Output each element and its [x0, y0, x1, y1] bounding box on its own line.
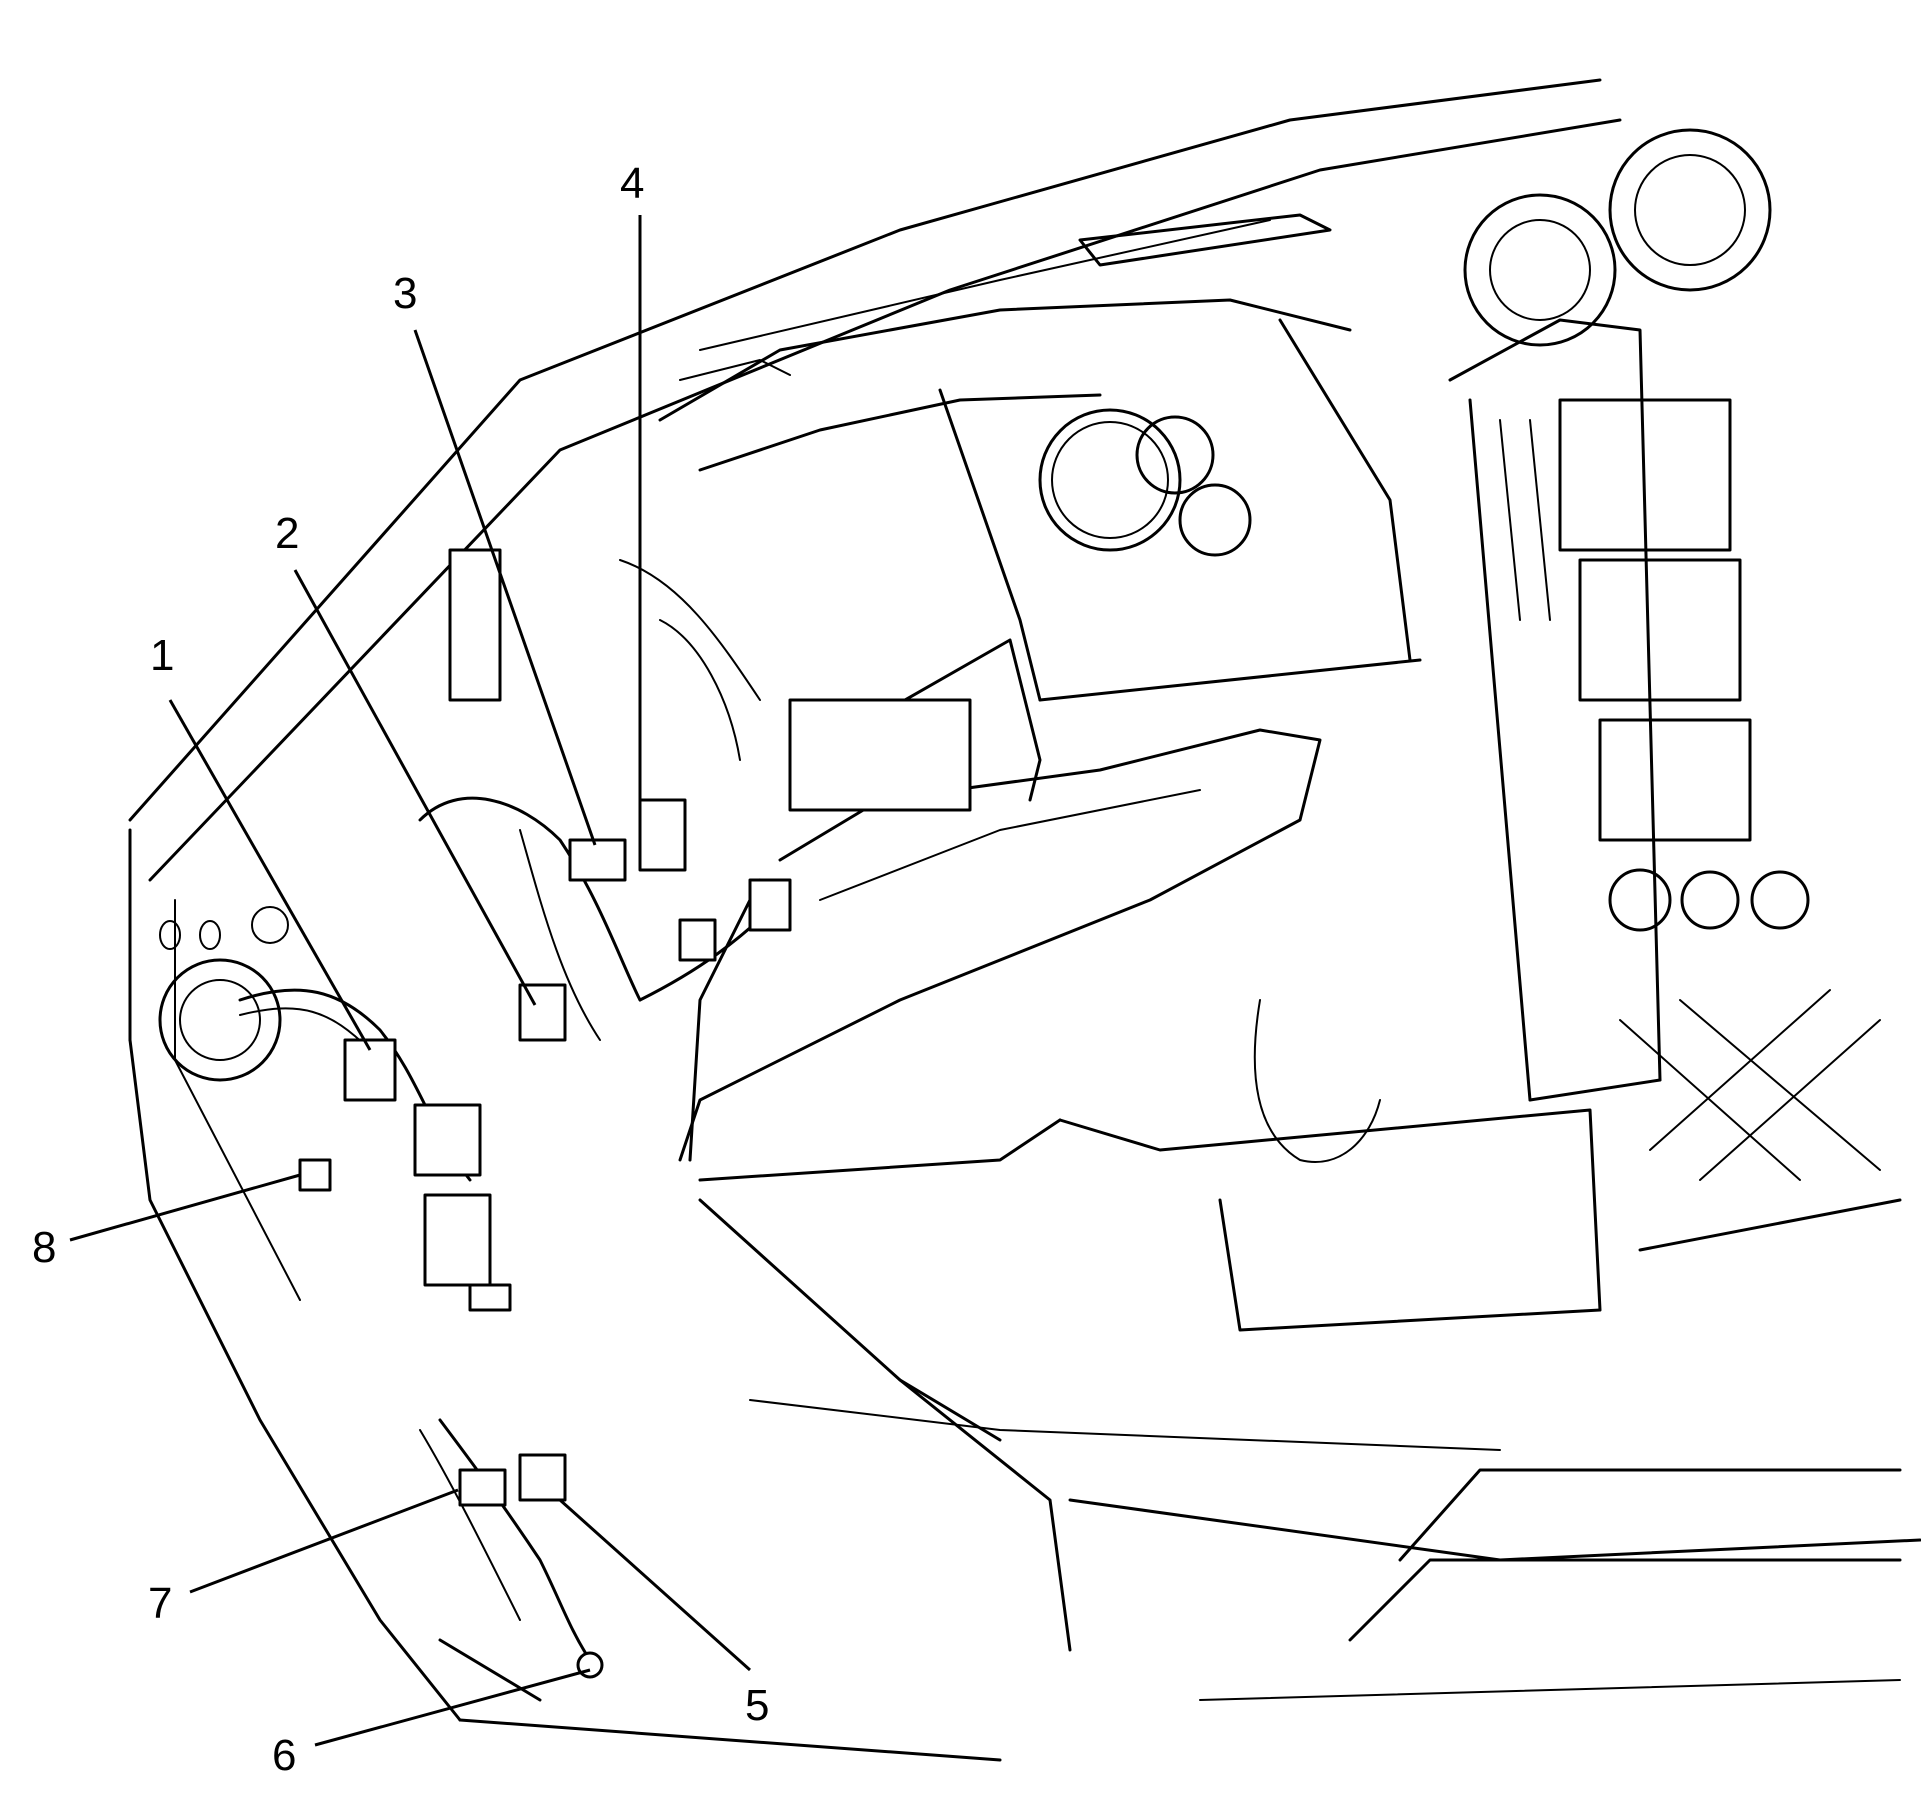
callout-7: 7 [148, 1579, 172, 1628]
dashboard-artwork [128, 78, 1921, 1762]
callout-1: 1 [150, 631, 174, 680]
callout-5: 5 [745, 1681, 769, 1730]
leader-6 [314, 1668, 591, 1747]
leader-3 [413, 329, 597, 846]
leader-7 [189, 1488, 459, 1594]
callout-leaders [69, 215, 752, 1747]
leader-1 [168, 699, 372, 1051]
callout-labels: 1 2 3 4 5 6 7 8 [32, 159, 769, 1780]
callout-3: 3 [393, 269, 417, 318]
callout-2: 2 [275, 509, 299, 558]
callout-6: 6 [272, 1731, 296, 1780]
callout-4: 4 [620, 159, 644, 208]
callout-8: 8 [32, 1223, 56, 1272]
leader-8 [69, 1173, 301, 1242]
leader-2 [293, 569, 537, 1006]
leader-5 [558, 1498, 752, 1672]
